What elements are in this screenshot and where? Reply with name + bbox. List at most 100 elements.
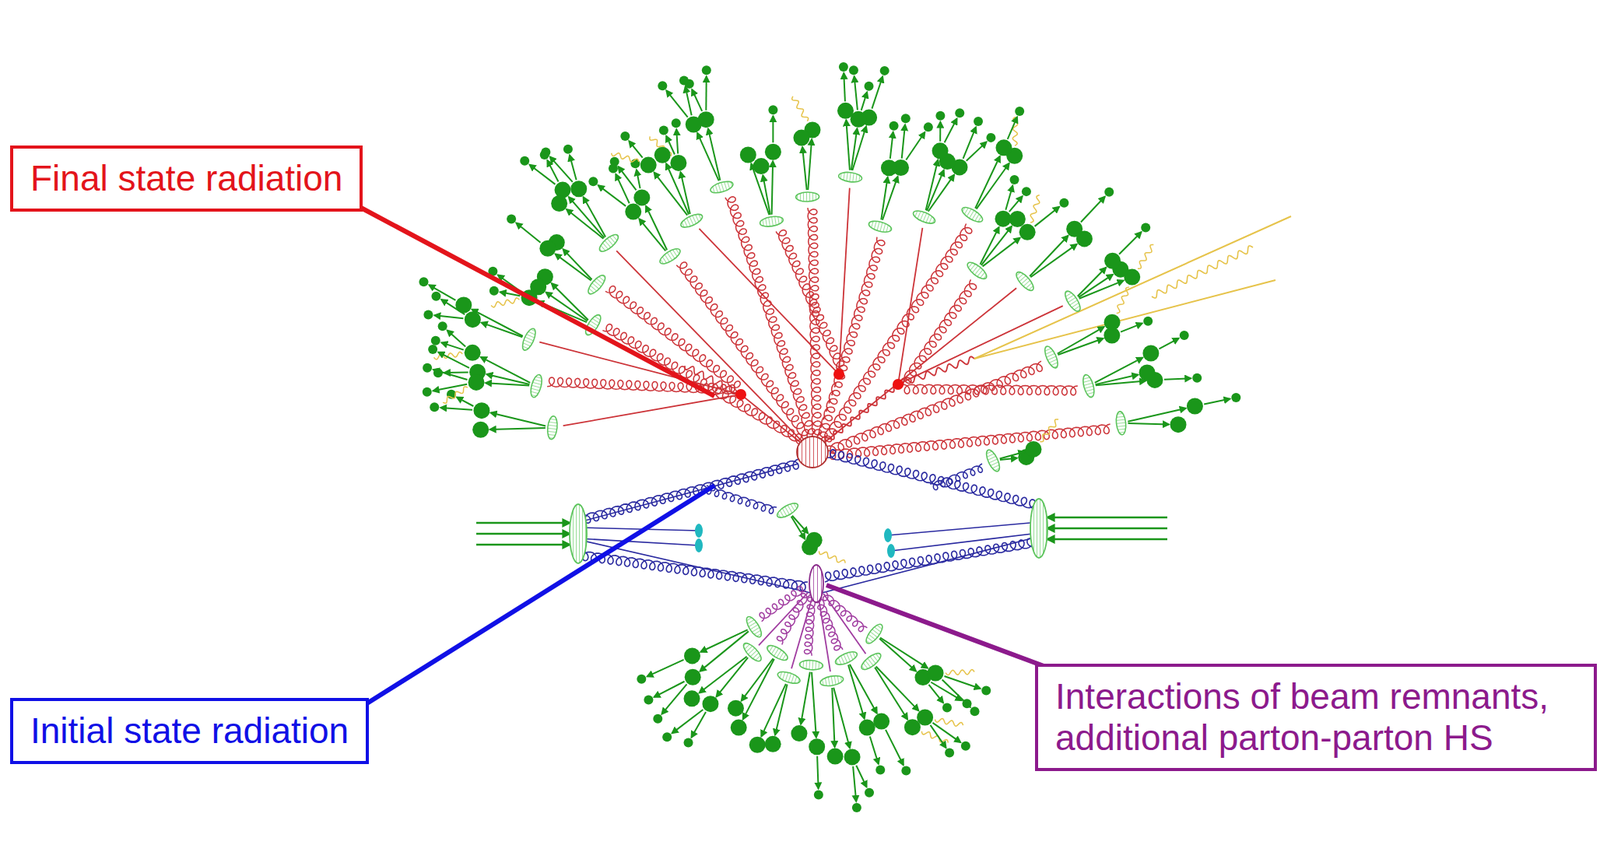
decay-product [973,116,983,127]
decay-product [880,66,890,76]
decay-product [422,363,432,373]
hadron-cluster [519,326,538,352]
decay-product [438,321,448,331]
decay-product [961,741,971,751]
beam-arrow [476,543,570,546]
hadron-arrow [716,657,749,697]
hadron-cluster [775,500,800,520]
hadron-arrow [1079,280,1124,299]
hadron-arrow [438,352,470,369]
decay-product [814,789,824,800]
photon-line [434,351,464,360]
hadron-cluster [1042,344,1060,370]
hadron-cluster [764,642,790,664]
hadron-arrow [645,206,667,251]
hadron-arrow [700,629,748,652]
hadron-arrow [885,729,904,765]
hadron [701,695,719,713]
hadron-arrow [685,86,692,116]
gluon-line [828,424,1111,460]
hadron [932,142,949,159]
hadron-cluster [795,192,819,203]
gluon-line [902,384,1078,396]
beam-arrow [1047,527,1168,530]
hadron [1104,252,1121,270]
decay-product [701,65,712,75]
decay-product [1179,330,1190,341]
hadron-arrow [691,712,706,738]
hadron-arrow [568,196,605,238]
decay-product [985,133,996,143]
decay-product [981,686,991,696]
hadron [550,195,568,212]
decay-product [1104,187,1114,197]
hadron [790,725,808,742]
hadron-arrow [1164,378,1191,380]
hadron-arrow [852,766,857,802]
hadron [995,210,1012,228]
beam-arrow [476,533,570,535]
hadron-arrow [817,756,818,790]
hadron [730,719,748,737]
quark-line [563,395,737,426]
leader-line [365,485,715,705]
hadron-arrow [905,132,925,161]
hadron [1024,441,1042,458]
decay-product [428,344,438,355]
hadron-arrow [880,177,888,221]
hadron-arrow [831,687,835,748]
gluon-line [725,196,815,438]
hadron-arrow [943,676,980,689]
hadron-cluster [863,621,886,646]
decay-product [620,131,630,141]
decay-product [970,706,980,716]
hadron-arrow [434,315,464,319]
decay-product [1231,392,1241,403]
beam-arrow [1047,516,1168,519]
isr-gluon [929,463,983,491]
parton-lines [476,188,1292,673]
hadron [685,115,702,133]
hadron [473,402,490,419]
gluon-line [676,262,809,440]
hadron-arrow [1119,231,1142,255]
decay-product [662,732,672,742]
hadron [764,736,782,753]
hadron-arrow [930,682,962,701]
hadron [670,154,687,172]
hadron [684,669,702,686]
hadron-arrow [1094,357,1143,383]
hadron [1142,344,1159,362]
beam-arrow [1047,538,1168,541]
hadron-cluster [759,214,785,229]
hadron [837,102,854,120]
hadron-arrow [628,140,643,158]
hadron-cluster [911,208,937,227]
decay-product [942,702,952,713]
hadron-arrow [566,209,604,239]
decay-product [849,65,859,75]
hadron-arrow [491,413,546,427]
decay-product [608,164,618,174]
hadron-arrow [529,164,556,185]
hadron-arrow [708,128,720,180]
hadron-arrow [672,709,704,734]
hadron-arrow [833,687,850,749]
photon-line [1030,195,1040,223]
decay-product [1143,316,1153,327]
hadron-arrow [775,684,788,736]
decay-product [954,108,965,118]
quark-line [582,463,799,522]
decay-product [429,402,439,412]
gluon-line [759,585,807,622]
hadron-cluster [983,448,1003,474]
hadron-arrow [856,765,867,788]
clusters [519,171,1127,688]
hadron-arrow [848,665,865,720]
beam-remnant [887,543,895,558]
isr-gluon [706,485,777,514]
beam-remnant [694,523,703,538]
hadron-arrow [1080,196,1106,223]
decay-product [864,81,874,92]
hadron-arrow [647,659,685,678]
